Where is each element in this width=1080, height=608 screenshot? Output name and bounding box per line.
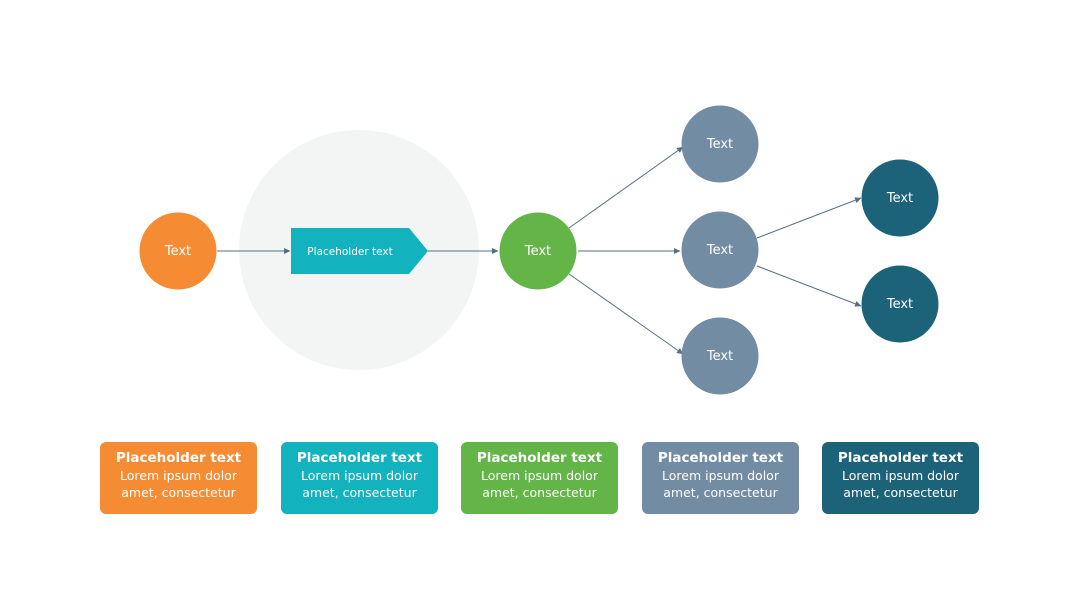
leaf-node-bottom: Text — [861, 265, 939, 343]
start-node-label: Text — [164, 244, 191, 259]
card-text-line: Lorem ipsum dolor — [301, 468, 418, 483]
connector-branch-to-leaf-bottom — [756, 265, 862, 307]
connector-hub-to-branch-bottom — [568, 273, 684, 355]
branch-node-top: Text — [681, 105, 759, 183]
branch-node-bottom: Text — [681, 317, 759, 395]
process-shape-label: Placeholder text — [307, 246, 392, 258]
card-text-line: amet, consectetur — [482, 485, 597, 500]
card-teal: Placeholder text Lorem ipsum dolor amet,… — [281, 442, 438, 514]
card-text-line: Lorem ipsum dolor — [662, 468, 779, 483]
card-text-line: amet, consectetur — [121, 485, 236, 500]
leaf-node-label: Text — [886, 297, 913, 312]
card-title: Placeholder text — [476, 450, 603, 466]
card-text-line: amet, consectetur — [302, 485, 417, 500]
branch-node-label: Text — [706, 243, 733, 258]
branch-node-label: Text — [706, 137, 733, 152]
hub-node: Text — [499, 212, 577, 290]
branch-node-label: Text — [706, 349, 733, 364]
card-title: Placeholder text — [296, 450, 423, 466]
branch-node-middle: Text — [681, 211, 759, 289]
hub-node-label: Text — [524, 244, 551, 259]
card-text-line: Lorem ipsum dolor — [120, 468, 237, 483]
card-title: Placeholder text — [657, 450, 784, 466]
leaf-node-label: Text — [886, 191, 913, 206]
card-title: Placeholder text — [837, 450, 964, 466]
card-title: Placeholder text — [115, 450, 242, 466]
start-node: Text — [139, 212, 217, 290]
card-slate: Placeholder text Lorem ipsum dolor amet,… — [642, 442, 799, 514]
card-navy: Placeholder text Lorem ipsum dolor amet,… — [822, 442, 979, 514]
leaf-node-top: Text — [861, 159, 939, 237]
card-orange: Placeholder text Lorem ipsum dolor amet,… — [100, 442, 257, 514]
card-green: Placeholder text Lorem ipsum dolor amet,… — [461, 442, 618, 514]
connector-hub-to-branch-top — [568, 146, 684, 229]
card-text-line: amet, consectetur — [843, 485, 958, 500]
card-text-line: Lorem ipsum dolor — [481, 468, 598, 483]
card-text-line: amet, consectetur — [663, 485, 778, 500]
card-text-line: Lorem ipsum dolor — [842, 468, 959, 483]
process-shape: Placeholder text — [291, 228, 428, 274]
connector-branch-to-leaf-top — [756, 197, 862, 239]
